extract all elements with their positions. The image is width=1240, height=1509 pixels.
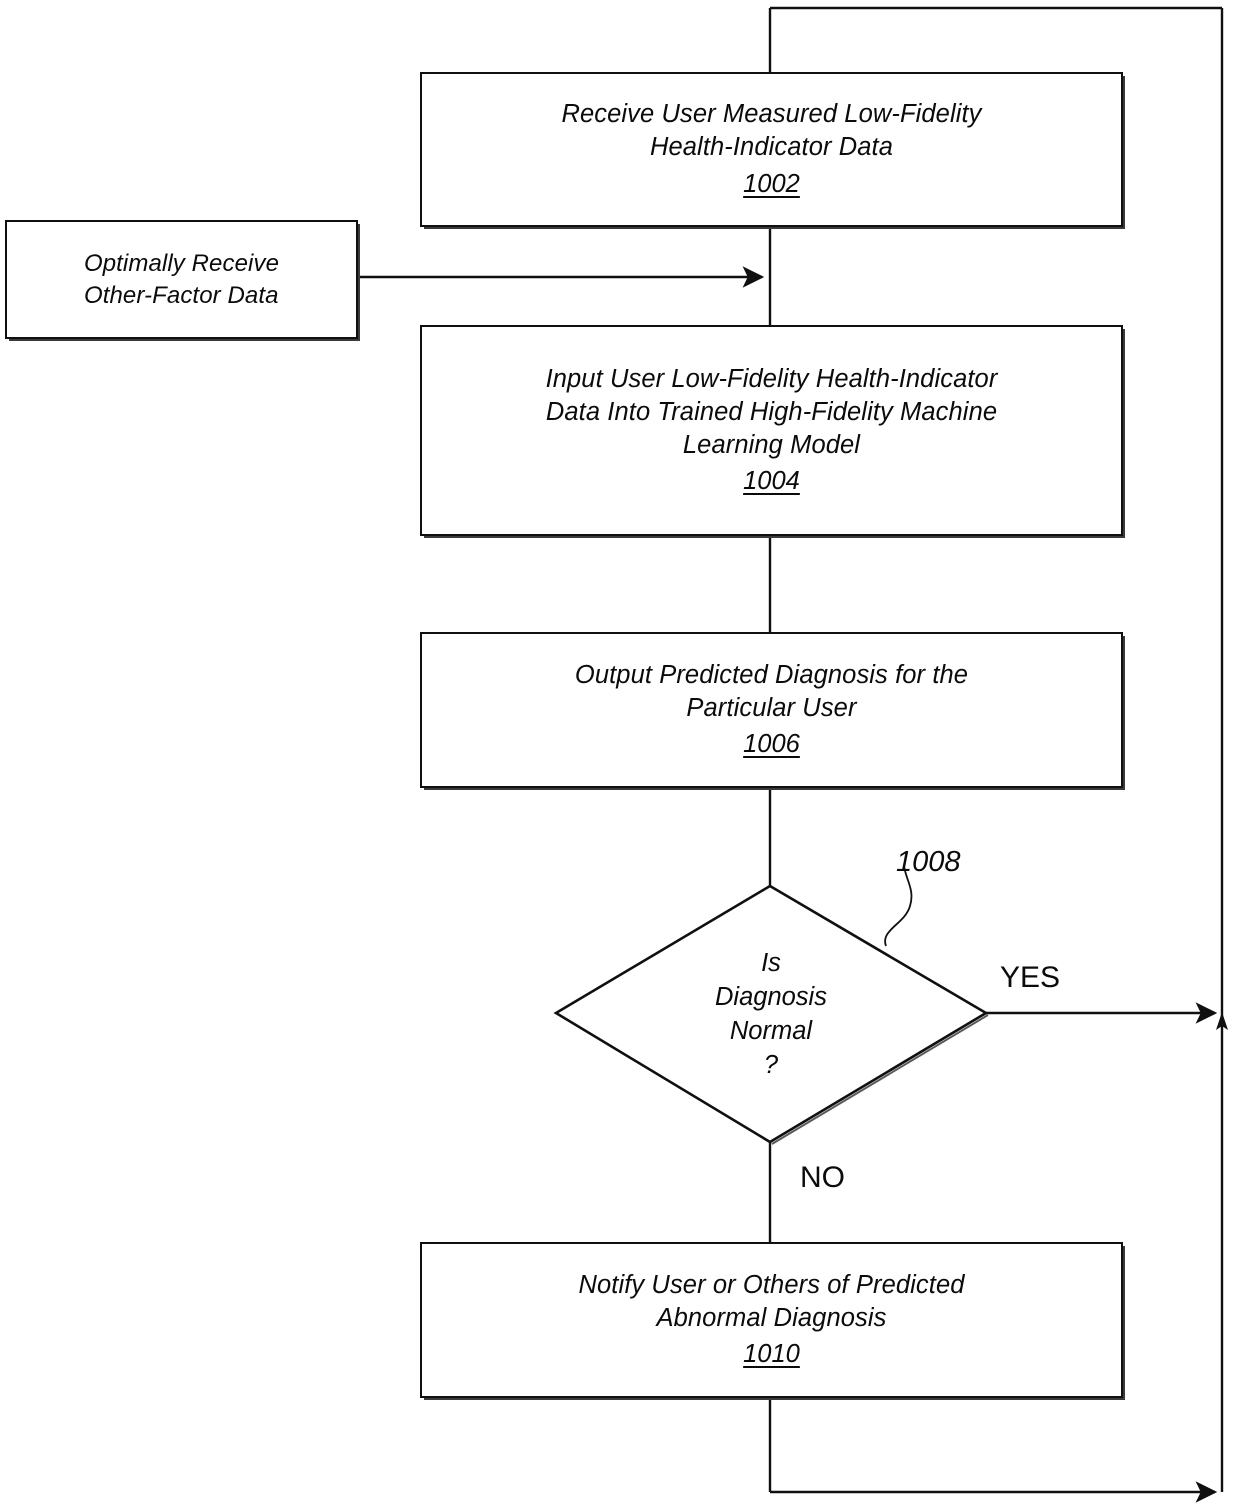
node-decision-diamond[interactable]: Is Diagnosis Normal ? [553, 883, 989, 1145]
edge-label-yes: YES [1000, 961, 1061, 994]
node-notify-user-number: 1010 [743, 1340, 800, 1369]
node-receive-data-number: 1002 [743, 169, 800, 198]
node-receive-data[interactable]: Receive User Measured Low-Fidelity Healt… [420, 72, 1123, 227]
right-rail-up-arrowhead [1216, 1012, 1228, 1030]
edge-label-no: NO [800, 1161, 845, 1194]
node-decision-text: Is Diagnosis Normal ? [715, 948, 827, 1080]
node-notify-user[interactable]: Notify User or Others of Predicted Abnor… [420, 1242, 1123, 1398]
node-output-diagnosis-number: 1006 [743, 730, 800, 759]
node-input-model[interactable]: Input User Low-Fidelity Health-Indicator… [420, 325, 1123, 536]
reference-numeral-1008: 1008 [896, 846, 961, 878]
node-notify-user-text: Notify User or Others of Predicted Abnor… [578, 1270, 965, 1332]
node-input-model-number: 1004 [743, 467, 800, 496]
node-other-factor-data[interactable]: Optimally Receive Other-Factor Data [5, 220, 358, 339]
node-other-factor-data-text: Optimally Receive Other-Factor Data [83, 250, 280, 309]
node-receive-data-text: Receive User Measured Low-Fidelity Healt… [561, 100, 982, 162]
decision-diamond-shape [553, 884, 989, 1145]
node-output-diagnosis[interactable]: Output Predicted Diagnosis for the Parti… [420, 632, 1123, 788]
node-input-model-text: Input User Low-Fidelity Health-Indicator… [545, 364, 998, 459]
node-output-diagnosis-text: Output Predicted Diagnosis for the Parti… [574, 660, 969, 722]
